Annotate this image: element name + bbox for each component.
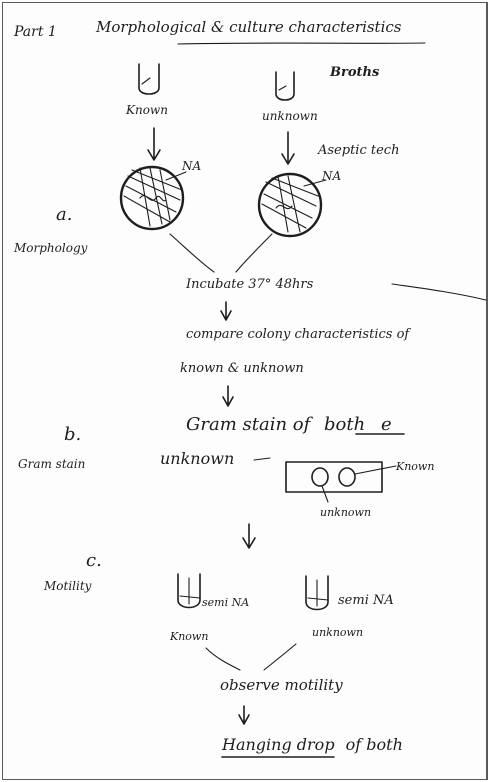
plate-unknown-na-label: NA (321, 169, 342, 183)
motility-converge-left (205, 647, 241, 671)
semi-na-tube-known (177, 573, 201, 609)
arrow-unknown-to-plate (281, 131, 295, 165)
compare-line-1: compare colony characteristics of (186, 327, 411, 342)
tube-known-label: Known (125, 103, 168, 117)
gram-stain-line-2: unknown (160, 449, 234, 468)
hanging-drop-underlined: Hanging drop (221, 735, 335, 754)
slide-known-pointer (354, 465, 397, 475)
agar-plate-unknown (257, 172, 323, 238)
plate-known-pointer (165, 171, 187, 181)
test-tube-known (138, 63, 160, 95)
converge-line-left (169, 233, 215, 273)
both-underlined: both (324, 414, 365, 435)
broths-label: Broths (329, 65, 380, 80)
arrow-to-motility (242, 523, 256, 549)
section-b-letter: b. (64, 424, 81, 445)
test-tube-unknown (275, 71, 295, 101)
page-title: Morphological & culture characteristics (95, 18, 402, 36)
tube-unknown-stab (307, 579, 329, 607)
microscope-slide (285, 461, 383, 493)
slide-unknown-label: unknown (320, 506, 371, 519)
section-a-letter: a. (56, 204, 72, 225)
title-underline (177, 42, 426, 45)
semi-na-tube-unknown (305, 575, 329, 611)
slide-known-label: Known (395, 460, 434, 473)
arrow-to-hanging-drop (238, 705, 250, 725)
section-c-name: Motility (43, 579, 92, 593)
tube-known-caption: Known (169, 630, 208, 643)
arrow-to-gram-stain (222, 385, 234, 407)
tube-known-stab (179, 577, 201, 605)
gram-stain-dash (253, 457, 271, 461)
hanging-drop-line: Hanging drop of both (221, 735, 403, 754)
tube-unknown-caption: unknown (312, 626, 363, 639)
compare-line-2: known & unknown (180, 361, 304, 376)
tube-unknown-semi-na-label: semi NA (338, 593, 394, 608)
section-a-name: Morphology (13, 241, 88, 255)
tube-known-liquid (141, 77, 151, 85)
arrow-to-compare (220, 301, 232, 321)
section-b-name: Gram stain (18, 457, 85, 471)
tube-known-semi-na-label: semi NA (202, 596, 249, 609)
aseptic-technique-label: Aseptic tech (317, 143, 399, 158)
incubate-label: Incubate 37° 48hrs (185, 277, 314, 292)
tube-unknown-liquid (278, 85, 287, 91)
gram-stain-line-1: Gram stain of both e (186, 414, 392, 435)
agar-plate-known (119, 165, 185, 231)
motility-converge-right (263, 643, 297, 671)
observe-motility-label: observe motility (220, 676, 343, 694)
plate-known-na-label: NA (181, 159, 202, 173)
section-c-letter: c. (86, 550, 102, 571)
slide-unknown-pointer (321, 485, 329, 503)
plate-unknown-pointer (303, 179, 327, 187)
converge-line-right (235, 233, 273, 273)
tube-unknown-label: unknown (262, 109, 318, 123)
incubate-side-line (391, 283, 487, 301)
arrow-known-to-plate (147, 127, 161, 161)
part-label: Part 1 (13, 24, 57, 40)
